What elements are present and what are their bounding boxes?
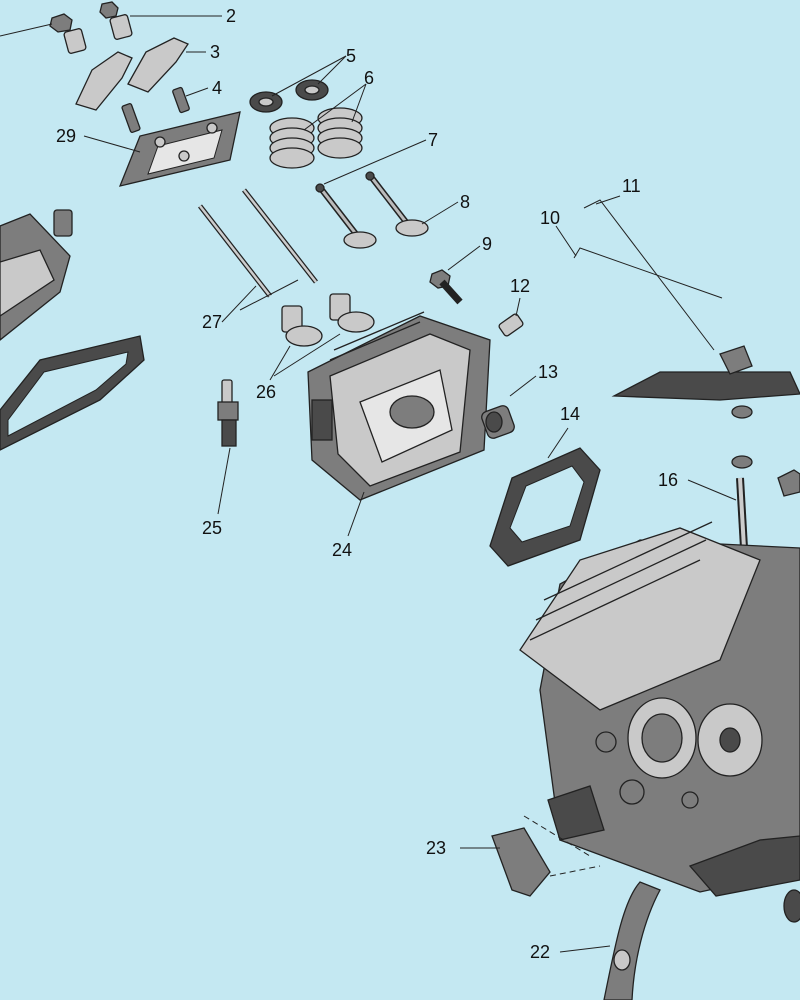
baffle-part [603, 881, 661, 1000]
valve-spring-part [269, 107, 363, 169]
rocker-stud-part [121, 86, 190, 133]
callout-13: 13 [538, 362, 558, 382]
callout-23: 23 [426, 838, 446, 858]
callout-27: 27 [202, 312, 222, 332]
callout-14: 14 [560, 404, 580, 424]
spring-retainer-part [249, 79, 329, 113]
governor-lever-part [611, 345, 800, 469]
callout-7: 7 [428, 130, 438, 150]
rocker-cover-part [0, 209, 73, 341]
callout-2: 2 [226, 6, 236, 26]
rocker-nut-part [0, 1, 133, 54]
breather-fitting-part [498, 313, 524, 337]
callout-16: 16 [658, 470, 678, 490]
crankcase-part [519, 521, 800, 897]
callout-4: 4 [212, 78, 222, 98]
spark-plug-part [217, 379, 239, 447]
leader-lines [83, 15, 737, 953]
callout-10: 10 [540, 208, 560, 228]
callout-labels: 2 3 4 5 6 7 8 9 10 11 12 13 14 16 22 23 … [56, 6, 678, 962]
callout-26: 26 [256, 382, 276, 402]
rocker-arm-part [75, 37, 189, 111]
callout-6: 6 [364, 68, 374, 88]
callout-29: 29 [56, 126, 76, 146]
callout-11: 11 [622, 176, 641, 196]
guide-plate-part [118, 111, 241, 187]
callout-5: 5 [346, 46, 356, 66]
callout-22: 22 [530, 942, 550, 962]
throttle-rod-part [573, 199, 723, 351]
valve-part [315, 171, 429, 249]
push-rod-part [198, 188, 318, 298]
head-bolt-part [429, 269, 463, 305]
callout-3: 3 [210, 42, 220, 62]
intake-gasket-part [489, 447, 601, 567]
callout-12: 12 [510, 276, 530, 296]
bracket-part [491, 815, 601, 897]
collar-part [481, 405, 515, 439]
callout-8: 8 [460, 192, 470, 212]
callout-24: 24 [332, 540, 352, 560]
callout-25: 25 [202, 518, 222, 538]
cylinder-head-part [307, 311, 491, 501]
cover-gasket-part [0, 335, 145, 451]
callout-9: 9 [482, 234, 492, 254]
tappet-part [281, 293, 375, 347]
right-edge-part [777, 469, 800, 923]
